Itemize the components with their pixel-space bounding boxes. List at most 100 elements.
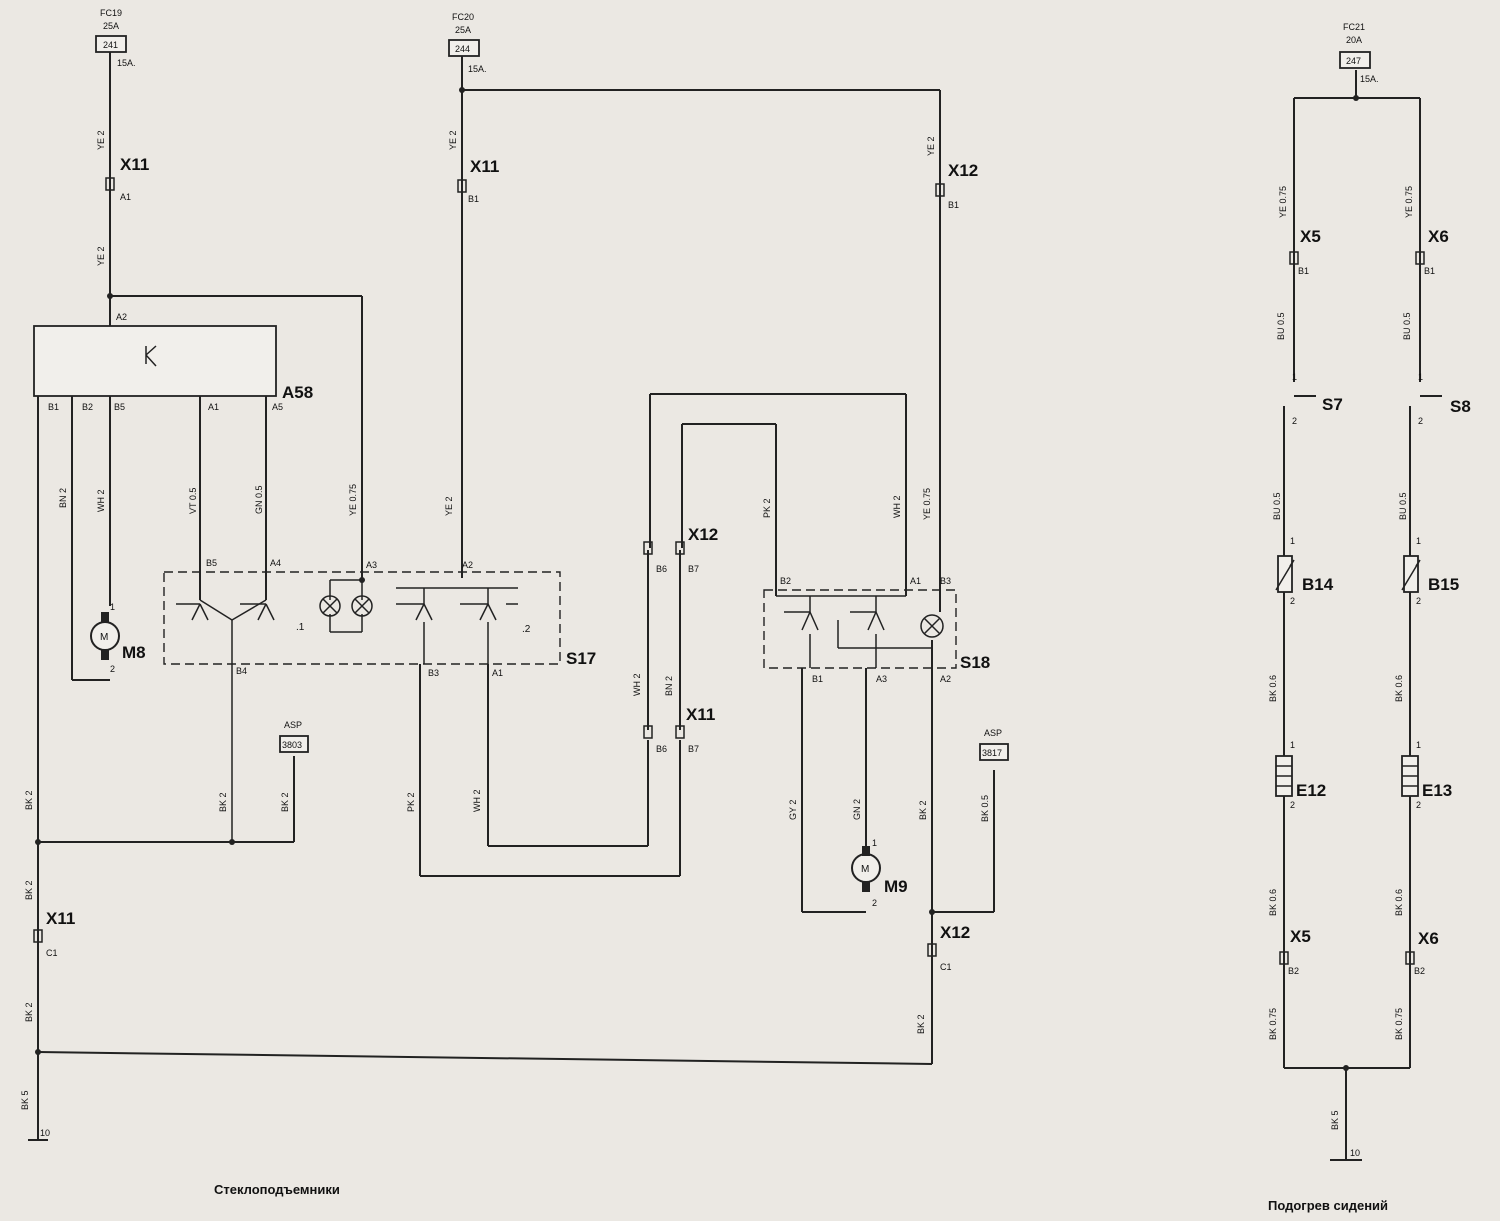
pin-b3-label: B3: [940, 576, 951, 586]
pin-2-label: 2: [1416, 800, 1421, 810]
wire-label: BK 5: [1330, 1110, 1340, 1130]
pin-b1-label: B1: [948, 200, 959, 210]
fuse-fc20-label: FC20: [452, 12, 474, 22]
wire-label: YE 0.75: [348, 484, 358, 516]
pin-c1-label: C1: [940, 962, 952, 972]
wire-label: BU 0.5: [1402, 312, 1412, 340]
lamp-icon: [920, 614, 944, 638]
pin-2-label: 2: [1292, 416, 1297, 426]
wire-label: BK 0.6: [1268, 675, 1278, 702]
fuse-fc21-code: 247: [1346, 56, 1361, 66]
pin-1-label: 1: [1290, 536, 1295, 546]
fuse-fc21: [1339, 51, 1371, 69]
fuse-fc20-code: 244: [455, 44, 470, 54]
pin-1-label: 1: [1290, 740, 1295, 750]
wire-label: YE 2: [96, 246, 106, 266]
wire-label: BK 2: [916, 1014, 926, 1034]
connector-x5-label: X5: [1300, 227, 1321, 246]
pin-b2-label: B2: [1414, 966, 1425, 976]
fuse-fc19-code: 241: [103, 40, 118, 50]
caption-windows: Стеклоподъемники: [214, 1182, 340, 1197]
sensor-b15-icon: [1401, 555, 1421, 593]
wire-label: BK 0.75: [1268, 1008, 1278, 1040]
pin-b2-label: B2: [82, 402, 93, 412]
wire-label: PK 2: [762, 498, 772, 518]
wire-label: BK 2: [218, 792, 228, 812]
connector-x12-label: X12: [688, 525, 718, 544]
lamp-icon: [319, 595, 341, 617]
pin-b2-label: B2: [1288, 966, 1299, 976]
pin-b1-label: B1: [812, 674, 823, 684]
wire-label: YE 0.75: [922, 488, 932, 520]
wire-label: BK 0.75: [1394, 1008, 1404, 1040]
wire-label: PK 2: [406, 792, 416, 812]
connector-x11-label: X11: [686, 705, 715, 724]
wire-label: WH 2: [892, 496, 902, 519]
component-m8-label: M8: [122, 643, 146, 662]
motor-m9-letter: M: [861, 864, 869, 875]
fuse-fc20-wire: 15A.: [468, 64, 487, 74]
pin-1-label: 1: [1416, 740, 1421, 750]
wire-label: BN 2: [664, 676, 674, 696]
pin-2-label: 2: [110, 664, 115, 674]
switch-contacts-icon: [176, 603, 275, 621]
wire-label: BK 5: [20, 1090, 30, 1110]
fuse-fc19-wire: 15A.: [117, 58, 136, 68]
motor-m8-icon: [90, 612, 120, 660]
wire-label: YE 0.75: [1404, 186, 1414, 218]
pin-b4-label: B4: [236, 666, 247, 676]
motor-m8-letter: M: [100, 632, 108, 643]
pin-1-label: 1: [1418, 372, 1423, 382]
pin-2-label: 2: [1290, 800, 1295, 810]
wire-label: BK 0.6: [1268, 889, 1278, 916]
wire-label: BK 0.5: [980, 795, 990, 822]
heater-e12-icon: [1275, 755, 1293, 797]
component-b14-label: B14: [1302, 575, 1334, 594]
pin-2-label: 2: [1418, 416, 1423, 426]
pin-b6-label: B6: [656, 564, 667, 574]
pin-a5-label: A5: [272, 402, 283, 412]
pin-2-label: 2: [1416, 596, 1421, 606]
connector-x12-label: X12: [940, 923, 970, 942]
wire-label: YE 2: [96, 130, 106, 150]
wire-label: BK 2: [24, 1002, 34, 1022]
component-s7-label: S7: [1322, 395, 1343, 414]
asp-code-3817: 3817: [982, 748, 1002, 758]
asp-box-3817: [979, 743, 1009, 761]
connector-x6-label: X6: [1428, 227, 1449, 246]
pin-b1-label: B1: [48, 402, 59, 412]
component-a58-label: A58: [282, 383, 313, 402]
fuse-fc19-label: FC19: [100, 8, 122, 18]
wire-label: BK 0.6: [1394, 675, 1404, 702]
wire-label: BK 2: [280, 792, 290, 812]
motor-m9-icon: [851, 846, 881, 892]
fuse-fc21-label: FC21: [1343, 22, 1365, 32]
pin-c1-label: C1: [46, 948, 58, 958]
wire-label: VT 0.5: [188, 488, 198, 514]
wire-label: BK 2: [24, 880, 34, 900]
wire-label: GN 2: [852, 799, 862, 820]
component-s17-label: S17: [566, 649, 596, 668]
switch-contacts-icon: [396, 603, 518, 621]
connector-x11-label: X11: [120, 155, 149, 174]
pin-1-label: 1: [1416, 536, 1421, 546]
wire-label: GY 2: [788, 800, 798, 820]
wire-label: BK 2: [24, 790, 34, 810]
pin-a2-label: A2: [116, 312, 127, 322]
wire-label: BK 2: [918, 800, 928, 820]
sensor-b14-icon: [1275, 555, 1295, 593]
connector-x11-label: X11: [46, 909, 75, 928]
pin-b7-label: B7: [688, 564, 699, 574]
wire-label: GN 0.5: [254, 485, 264, 514]
wires-left: [28, 52, 995, 1141]
component-b15-label: B15: [1428, 575, 1459, 594]
heater-e13-icon: [1401, 755, 1419, 797]
pin-1-label: 1: [872, 838, 877, 848]
pin-1-label: 1: [110, 602, 115, 612]
switch-position-label: .1: [296, 622, 305, 633]
fuse-fc20-amp: 25A: [455, 25, 471, 35]
wire-label: BU 0.5: [1398, 492, 1408, 520]
component-m9-label: M9: [884, 877, 908, 896]
